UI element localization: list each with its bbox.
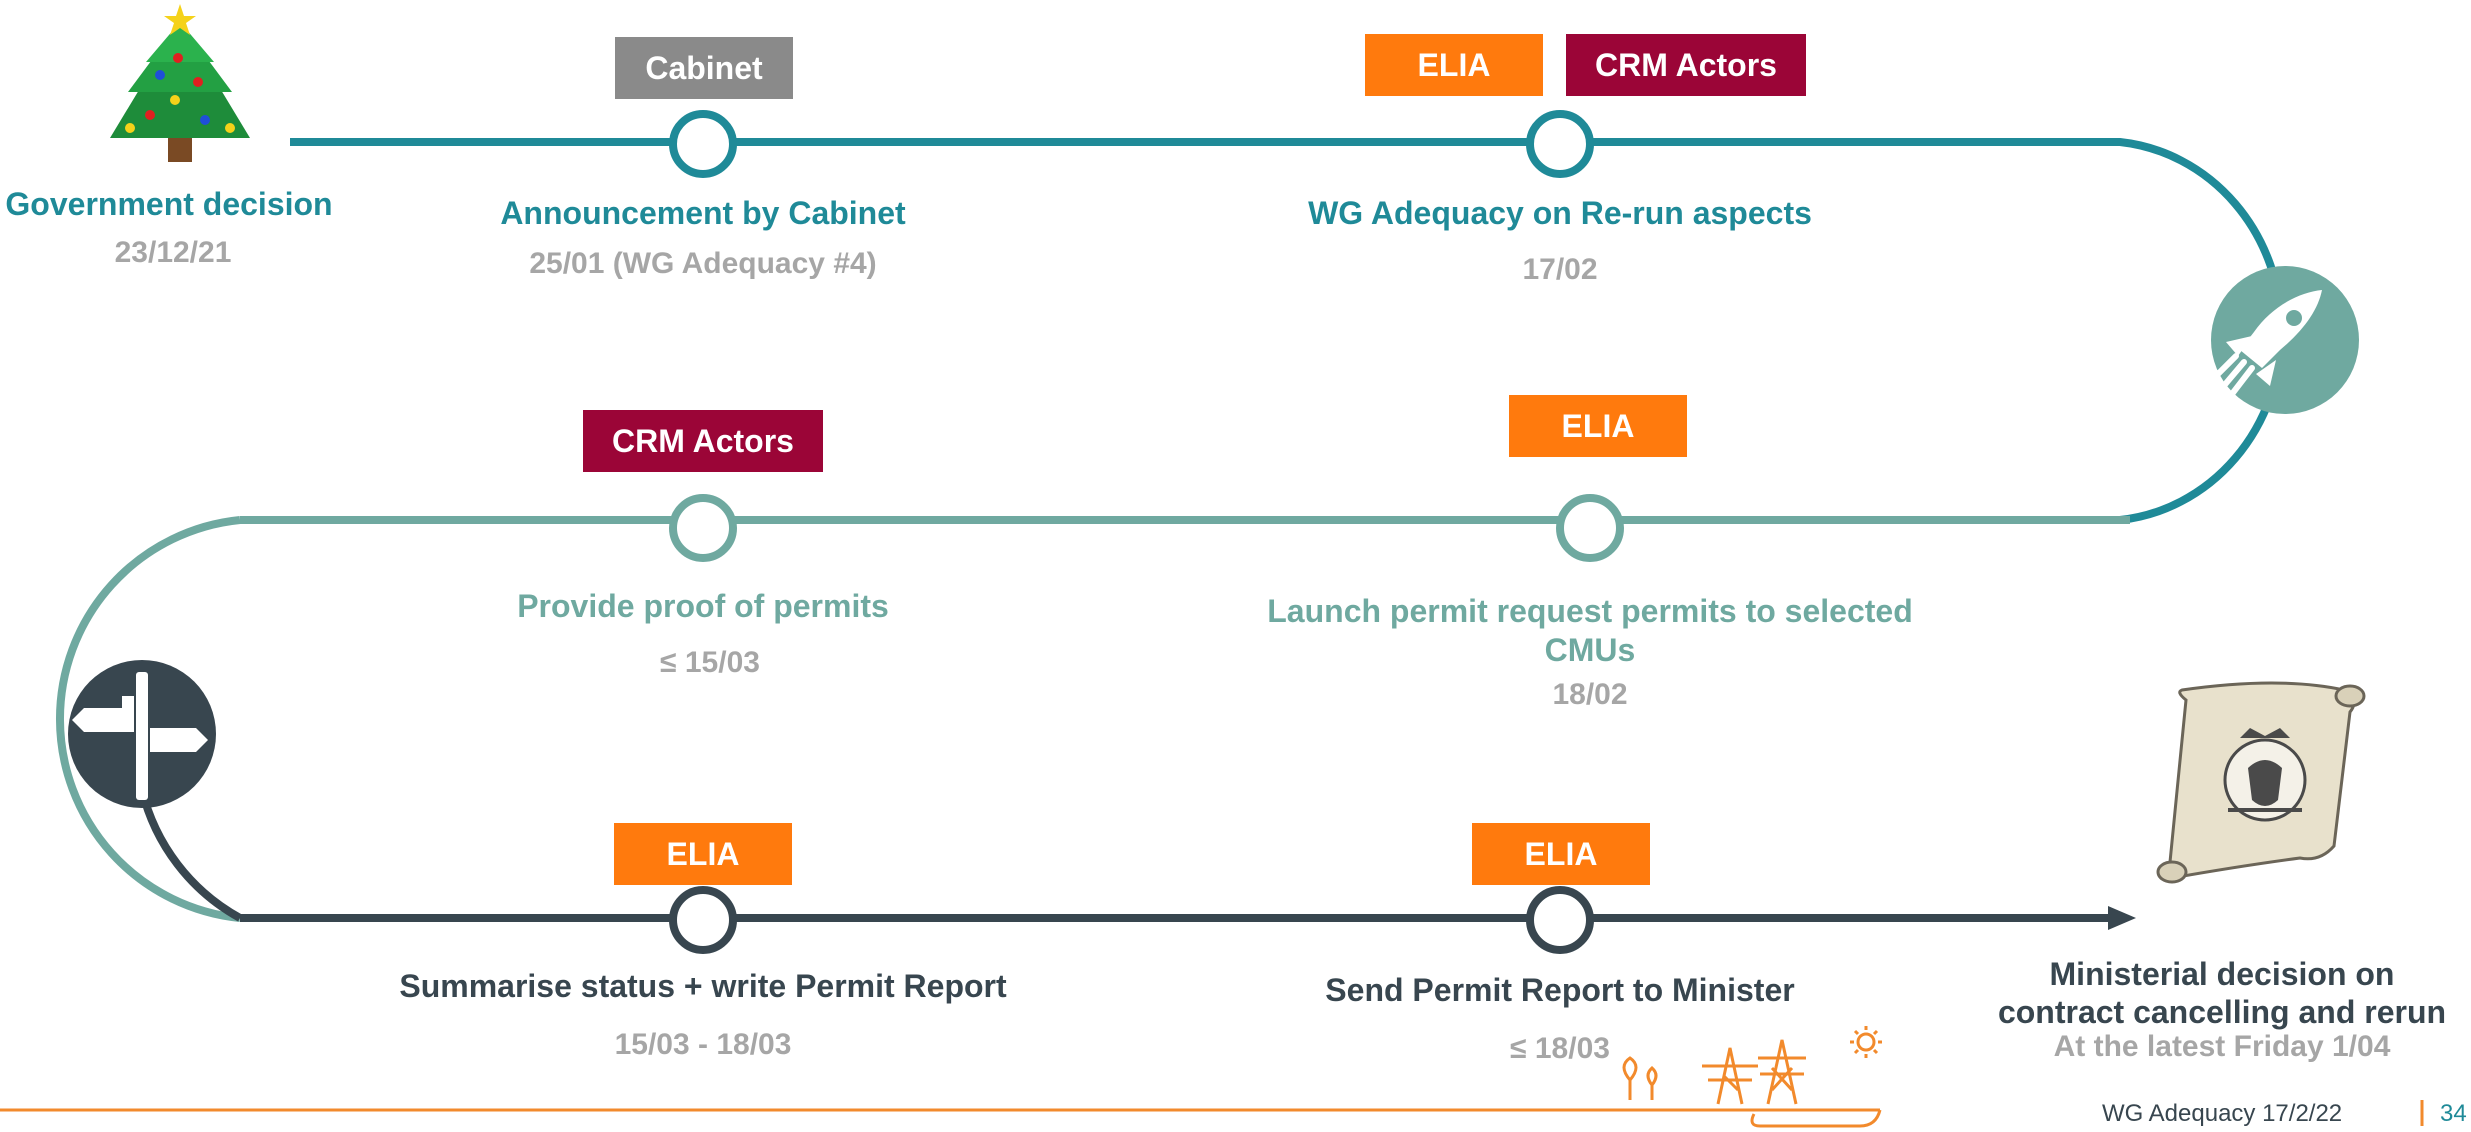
elia-badge: ELIA	[1365, 34, 1543, 96]
cabinet-badge: Cabinet	[615, 37, 793, 99]
tree-icon	[1622, 1056, 1658, 1100]
milestone-title: Government decision	[5, 186, 333, 222]
milestone-date: 23/12/21	[114, 236, 232, 269]
christmas-tree-icon	[110, 4, 250, 162]
timeline-arrow-head	[2108, 906, 2136, 930]
signpost-icon	[68, 660, 216, 808]
crm-actors-badge: CRM Actors	[583, 410, 823, 472]
elia-badge: ELIA	[614, 823, 792, 885]
milestone-node	[1526, 886, 1594, 954]
milestone-date: ≤ 15/03	[660, 646, 760, 679]
milestone-node	[669, 494, 737, 562]
milestone-date: At the latest Friday 1/04	[2053, 1030, 2391, 1063]
royal-decree-scroll-icon	[2156, 681, 2366, 884]
milestone-title: Ministerial decision on contract cancell…	[1997, 956, 2447, 1030]
milestone-title: WG Adequacy on Re-run aspects	[1308, 195, 1812, 231]
footer-label: WG Adequacy 17/2/22	[2102, 1100, 2343, 1127]
milestone-title: Provide proof of permits	[517, 588, 889, 624]
milestone-date: 15/03 - 18/03	[614, 1028, 792, 1061]
milestone-node	[1526, 110, 1594, 178]
milestone-title: Launch permit request permits to selecte…	[1267, 593, 1913, 668]
milestone-node	[1556, 494, 1624, 562]
milestone-title: Send Permit Report to Minister	[1325, 972, 1795, 1008]
milestone-title: Summarise status + write Permit Report	[399, 968, 1007, 1004]
power-pylon-icon	[1702, 1039, 1806, 1105]
crm-actors-badge: CRM Actors	[1566, 34, 1806, 96]
milestone-date: 18/02	[1552, 678, 1628, 711]
timeline-left-curve	[55, 516, 241, 922]
milestone-date: 17/02	[1522, 253, 1598, 286]
rocket-icon	[2211, 266, 2359, 414]
milestone-date: 25/01 (WG Adequacy #4)	[529, 247, 877, 280]
elia-badge: ELIA	[1509, 395, 1687, 457]
milestone-title: Announcement by Cabinet	[500, 195, 906, 231]
sun-icon	[1850, 1026, 1882, 1058]
milestone-node	[669, 886, 737, 954]
milestone-date: ≤ 18/03	[1510, 1032, 1610, 1065]
footer-page-number: 34	[2440, 1100, 2467, 1127]
milestone-node	[669, 110, 737, 178]
elia-badge: ELIA	[1472, 823, 1650, 885]
